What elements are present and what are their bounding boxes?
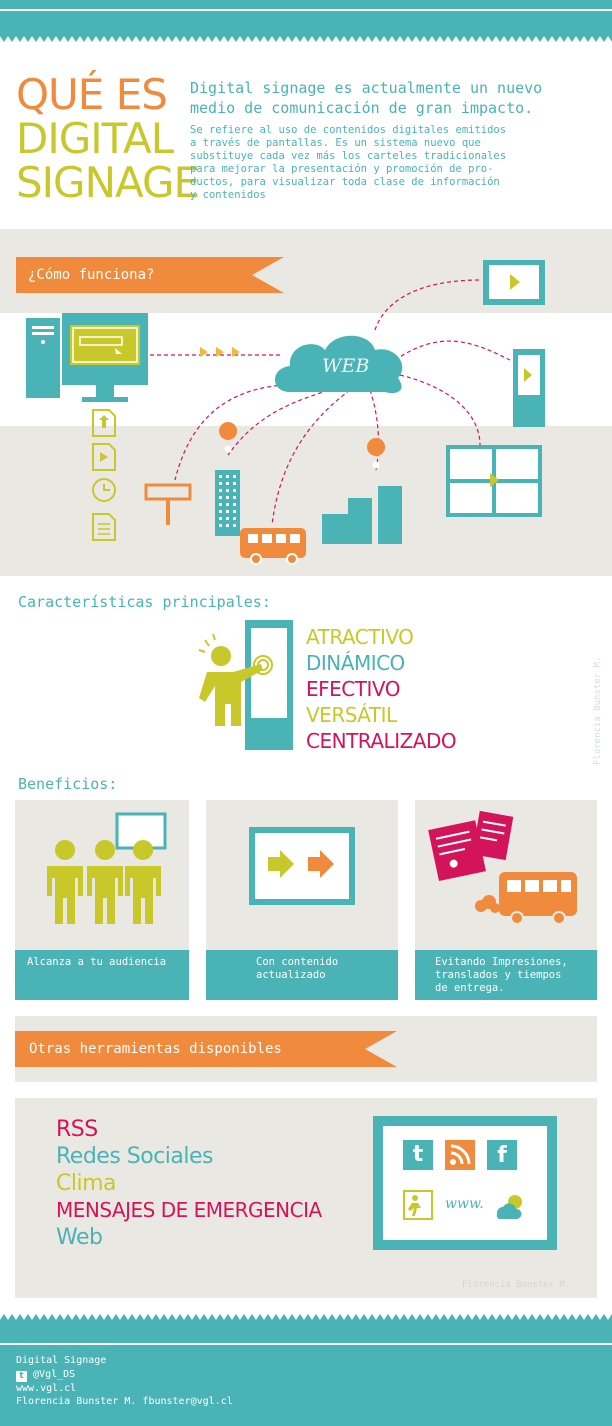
intro-headline: Digital signage es actualmente un nuevo … bbox=[190, 78, 542, 118]
caption-bar: Evitando Impresiones, translados y tiemp… bbox=[415, 950, 597, 1000]
beneficio-caption: actualizado bbox=[256, 969, 326, 981]
beneficio-card-contenido: Con contenido actualizado bbox=[206, 800, 398, 1000]
person-touch-screen-icon bbox=[195, 620, 305, 755]
herramienta-item: Web bbox=[56, 1225, 103, 1250]
cloud-label: WEB bbox=[322, 355, 370, 377]
beneficio-caption: Alcanza a tu audiencia bbox=[27, 956, 167, 968]
herramienta-item: Redes Sociales bbox=[56, 1144, 214, 1169]
intro-body-line: y contenidos bbox=[190, 189, 266, 201]
beneficio-caption: de entrega. bbox=[435, 982, 505, 994]
caracteristicas-heading: Características principales: bbox=[18, 593, 271, 611]
como-funciona-diagram: WEB bbox=[0, 259, 612, 580]
title-digital: DIGITAL bbox=[16, 114, 174, 163]
footer-contact[interactable]: Florencia Bunster M. fbunster@vgl.cl bbox=[16, 1396, 233, 1407]
como-funciona-banner: ¿Cómo funciona? bbox=[16, 257, 284, 293]
rss-icon bbox=[445, 1140, 475, 1170]
como-funciona-label: ¿Cómo funciona? bbox=[28, 267, 155, 283]
caption-bar: Con contenido actualizado bbox=[206, 950, 398, 1000]
footer-website[interactable]: www.vgl.cl bbox=[16, 1383, 77, 1394]
otras-banner: Otras herramientas disponibles bbox=[15, 1031, 397, 1067]
cloud-icon bbox=[275, 335, 403, 394]
otras-banner-label: Otras herramientas disponibles bbox=[29, 1041, 282, 1057]
twitter-icon: t bbox=[403, 1140, 433, 1170]
caption-bar: Alcanza a tu audiencia bbox=[15, 950, 189, 1000]
caracteristica-item: EFECTIVO bbox=[306, 677, 400, 701]
beneficio-caption: Con contenido bbox=[256, 956, 339, 968]
beneficios-heading: Beneficios: bbox=[18, 775, 118, 793]
beneficio-card-audiencia: Alcanza a tu audiencia bbox=[15, 800, 189, 1000]
intro-headline-line: Digital signage es actualmente un nuevo bbox=[190, 79, 543, 97]
beneficio-card-impresiones: Evitando Impresiones, translados y tiemp… bbox=[415, 800, 597, 1000]
title-que-es: QUÉ ES bbox=[16, 70, 168, 119]
caracteristica-item: ATRACTIVO bbox=[306, 625, 414, 649]
tools-screen: t f www. bbox=[373, 1116, 557, 1250]
top-band bbox=[0, 0, 612, 44]
intro-body-line: para mejorar la presentación y promoción… bbox=[190, 163, 494, 175]
intro-body-line: ductos, para visualizar toda clase de in… bbox=[190, 176, 500, 188]
facebook-icon: f bbox=[487, 1140, 517, 1170]
caracteristicas-list: ATRACTIVO DINÁMICO EFECTIVO VERSÁTIL CEN… bbox=[306, 624, 457, 754]
side-credit: Florencia Bunster M. bbox=[593, 656, 603, 765]
beneficio-caption: Evitando Impresiones, bbox=[435, 956, 568, 968]
weather-icon bbox=[491, 1190, 531, 1220]
footer-title: Digital Signage bbox=[16, 1355, 107, 1366]
title-signage: SIGNAGE bbox=[16, 158, 200, 207]
herramienta-item: Clima bbox=[56, 1171, 116, 1196]
emergency-exit-icon bbox=[403, 1190, 433, 1220]
herramienta-item: RSS bbox=[56, 1117, 98, 1142]
intro-headline-line: medio de comunicación de gran impacto. bbox=[190, 99, 534, 117]
otras-credit: Florencia Bunster M. bbox=[462, 1280, 571, 1290]
footer-twitter[interactable]: t @Vgl_DS bbox=[16, 1368, 75, 1382]
herramienta-item: MENSAJES DE EMERGENCIA bbox=[56, 1198, 322, 1222]
beneficio-caption: translados y tiempos bbox=[435, 969, 562, 981]
otras-list: RSS Redes Sociales Clima MENSAJES DE EME… bbox=[56, 1116, 322, 1251]
www-icon: www. bbox=[445, 1196, 484, 1212]
footer-twitter-handle: @Vgl_DS bbox=[33, 1369, 76, 1380]
intro-body: Se refiere al uso de contenidos digitale… bbox=[190, 124, 506, 202]
twitter-icon: t bbox=[16, 1371, 27, 1382]
caracteristica-item: CENTRALIZADO bbox=[306, 729, 457, 753]
footer: Digital Signage t @Vgl_DS www.vgl.cl Flo… bbox=[0, 1312, 612, 1426]
caracteristica-item: DINÁMICO bbox=[306, 651, 405, 675]
caracteristica-item: VERSÁTIL bbox=[306, 703, 397, 727]
intro-body-line: substituye cada vez más los carteles tra… bbox=[190, 150, 507, 162]
intro-body-line: a través de pantallas. Es un sistema nue… bbox=[190, 137, 481, 149]
intro-body-line: Se refiere al uso de contenidos digitale… bbox=[190, 124, 507, 136]
